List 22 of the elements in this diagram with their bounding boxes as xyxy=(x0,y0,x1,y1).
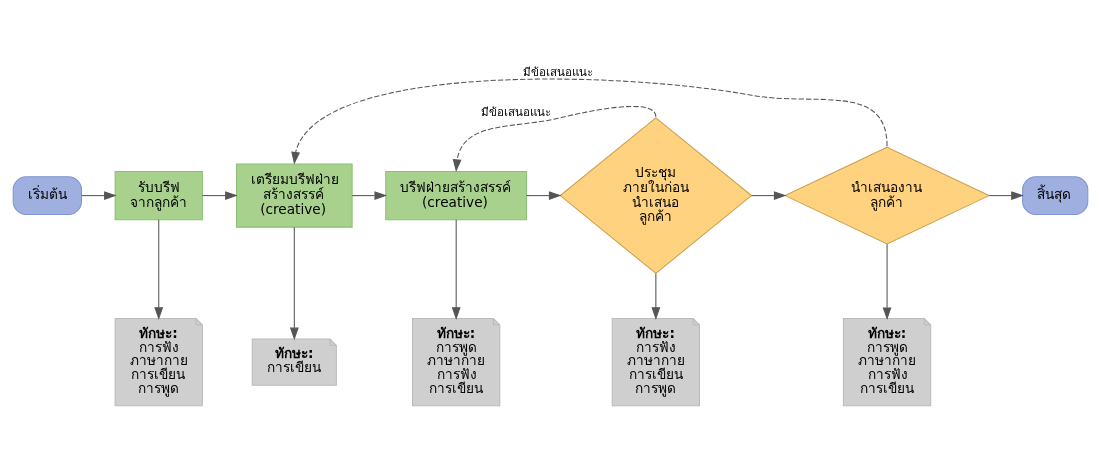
arrow xyxy=(201,191,238,201)
edge-label: มีข้อเสนอแนะ xyxy=(480,105,551,120)
node-diamond: นำเสนองาน ลูกค้า xyxy=(783,146,991,245)
arrow xyxy=(451,219,461,320)
arrow xyxy=(154,219,164,320)
node-box: บรีฟฝ่ายสร้างสรรค์ (creative) xyxy=(385,170,528,221)
arrow xyxy=(289,226,299,341)
arrow xyxy=(291,78,888,165)
arrow xyxy=(452,105,657,172)
node-box: เตรียมบรีฟฝ่าย สร้างสรรค์ (creative) xyxy=(236,163,353,228)
node-box: สิ้นสุด xyxy=(1022,176,1089,216)
arrow xyxy=(988,191,1024,201)
node-box: เริ่มต้น xyxy=(12,176,83,216)
node-diamond: ประชุม ภายในก่อน นำเสนอ ลูกค้า xyxy=(559,117,753,275)
edge-label: มีข้อเสนอแนะ xyxy=(523,65,594,80)
arrow xyxy=(526,191,562,201)
node-box: รับบรีฟ จากลูกค้า xyxy=(114,170,203,221)
arrow xyxy=(351,191,388,201)
arrow xyxy=(651,273,661,320)
arrow xyxy=(751,191,787,201)
arrow xyxy=(882,243,892,321)
arrow xyxy=(81,191,117,201)
